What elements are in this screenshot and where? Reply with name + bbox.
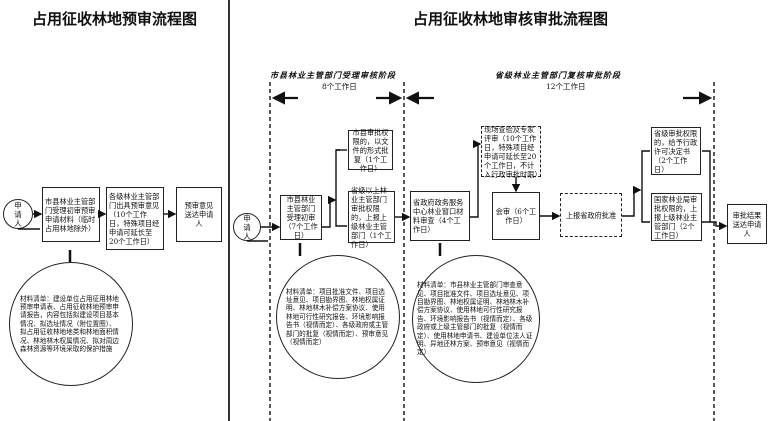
county-materials-circle: 材料清单：项目批准文件、项目选址意见、项目勘界图、林地权属证明、林地林木补偿方案… <box>276 255 400 379</box>
step-national-report-text: 国家林业局审批权限的，上报上级林业主管部门（2个工作日） <box>654 194 698 240</box>
stage-province-days: 12个工作日 <box>546 82 586 91</box>
chart-divider <box>228 0 230 421</box>
left-step-issue-opinion: 各级林业主管部门出具预审意见（10个工作日，特殊项目经申请可延长至20个工作日） <box>106 187 164 250</box>
step-county-report-text: 省级以上林业主管部门审批权限的，上报上级林业主管部门（1个工作日） <box>351 185 392 249</box>
arrow-to-deliver <box>710 221 728 231</box>
step-report-gov-text: 上报省政府批准 <box>565 210 617 220</box>
step-county-initial: 市县林业主管部门受理初审（7个工作日） <box>280 195 322 240</box>
stage-province-label: 省级林业主管部门复核审批阶段 <box>495 70 621 80</box>
step-national-report: 国家林业局审批权限的，上报上级林业主管部门（2个工作日） <box>651 193 702 241</box>
left-materials-text: 材料清单：建设单位占用征用林地预审申请表、占用征收林地预审申请报告，内容包括拟建… <box>20 294 119 354</box>
step-county-approve: 市县审批权限的，以文件的形式批复（1个工作日） <box>348 127 393 173</box>
step-province-window: 省政府政务服务中心林业窗口材料审查（4个工作日） <box>410 191 470 241</box>
arrow-window-to-inspection <box>470 139 482 218</box>
stage-county-label: 市县林业主管部门受理审核阶段 <box>270 70 396 80</box>
step-county-report: 省级以上林业主管部门审批权限的，上报上级林业主管部门（1个工作日） <box>348 186 395 249</box>
left-step-issue-opinion-text: 各级林业主管部门出具预审意见（10个工作日，特殊项目经申请可延长至20个工作日） <box>109 191 160 246</box>
branch-county <box>335 149 347 227</box>
left-materials-circle: 材料清单：建设单位占用征用林地预审申请表、占用征收林地预审申请报告，内容包括拟建… <box>9 262 133 386</box>
step-province-window-text: 省政府政务服务中心林业窗口材料审查（4个工作日） <box>413 198 464 234</box>
province-materials-text: 材料清单：市县林业主管部门审查意见、项目批准文件、项目选址意见、项目勘界图、林地… <box>417 281 533 357</box>
step-deliver-result: 审批结果送达申请人 <box>727 204 767 244</box>
step-joint-review-text: 会审（6个工作日） <box>495 207 537 225</box>
arrow-gov-to-branch <box>622 185 642 217</box>
left-chart-title: 占用征收林地预审流程图 <box>32 10 198 28</box>
province-materials-circle: 材料清单：市县林业主管部门审查意见、项目批准文件、项目选址意见、项目勘界图、林地… <box>412 255 540 383</box>
step-county-initial-text: 市县林业主管部门受理初审（7个工作日） <box>284 195 318 240</box>
branch-province <box>641 150 650 223</box>
county-materials-text: 材料清单：项目批准文件、项目选址意见、项目勘界图、林地权属证明、林地林木补偿方案… <box>286 287 389 347</box>
step-report-gov: 上报省政府批准 <box>560 193 622 237</box>
step-site-inspection: 现场查验及专家评审（10个工作日，特殊项目经申请可延长至20个工作日，不计入行政… <box>481 124 542 179</box>
step-joint-review: 会审（6个工作日） <box>492 192 540 240</box>
branch-province-out <box>702 150 711 223</box>
stage-county-days: 8个工作日 <box>322 82 357 91</box>
arrow-county-to-branch <box>322 195 337 228</box>
step-county-approve-text: 市县审批权限的，以文件的形式批复（1个工作日） <box>352 127 389 173</box>
step-province-decision-text: 省级审批权限的，给予行政许可决定书（2个工作日） <box>654 128 698 174</box>
left-step-deliver: 预审意见送达申请人 <box>176 187 222 242</box>
step-province-decision: 省级审批权限的，给予行政许可决定书（2个工作日） <box>651 127 701 175</box>
right-chart-title: 占用征收林地审核审批流程图 <box>413 10 609 28</box>
step-deliver-result-text: 审批结果送达申请人 <box>732 210 762 238</box>
step-site-inspection-text: 现场查验及专家评审（10个工作日，特殊项目经申请可延长至20个工作日，不计入行政… <box>484 124 542 179</box>
left-step-initial-review-text: 市县林业主管部门受理初审预审申请材料（临时占用林地除外） <box>45 196 96 233</box>
left-step-initial-review: 市县林业主管部门受理初审预审申请材料（临时占用林地除外） <box>42 187 100 242</box>
left-step-deliver-text: 预审意见送达申请人 <box>184 201 214 228</box>
